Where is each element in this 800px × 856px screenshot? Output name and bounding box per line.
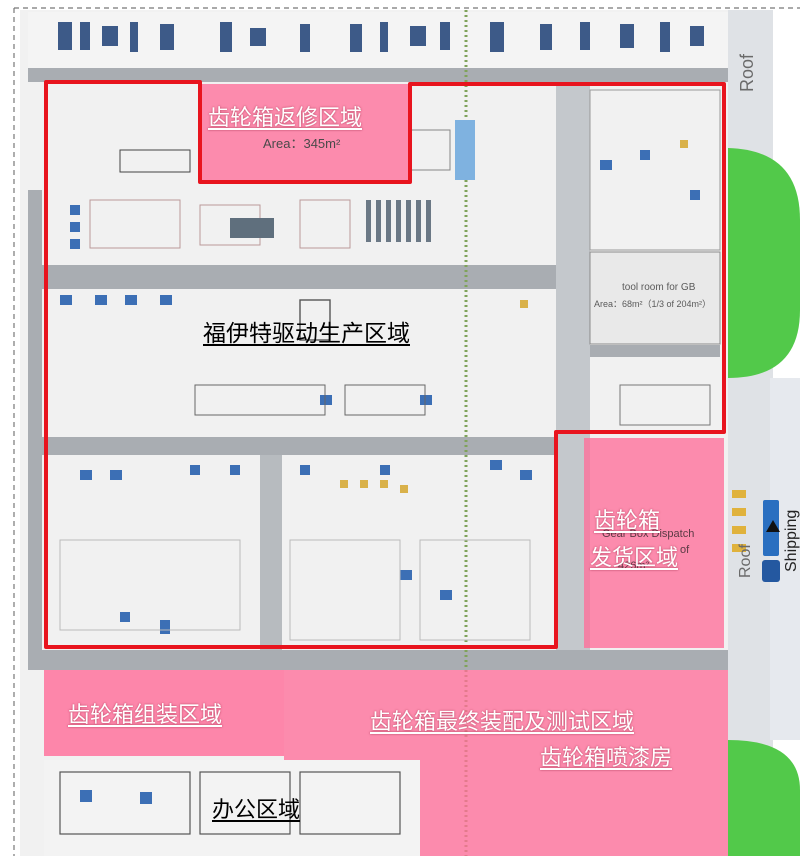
green-area-bottom: [728, 740, 800, 856]
office-desk: [140, 792, 152, 804]
roof-strip: [728, 10, 773, 856]
dispatch-english-label: Gear Box Dispatch: [602, 528, 695, 540]
aisle-lower-center: [260, 455, 282, 650]
tool-room-title: tool room for GB: [622, 282, 696, 293]
production-zone-label: 福伊特驱动生产区域: [203, 321, 410, 347]
production-area-boundary: [44, 80, 726, 649]
dispatch-zone-label-line1: 齿轮箱: [594, 509, 661, 534]
dispatch-zone-label-line2: 发货区域: [590, 546, 679, 571]
aisle-middle: [40, 437, 558, 455]
tool-room-box: [589, 251, 721, 345]
meeting-room: [619, 384, 711, 426]
final-test-zone-label: 齿轮箱最终装配及测试区域: [370, 710, 635, 735]
top-machines: [58, 22, 704, 52]
office-room-2: [199, 771, 291, 835]
truck-icon: [762, 500, 780, 582]
shipping-label: Shipping: [783, 509, 800, 572]
dispatch-area-number: 426m²: [618, 560, 650, 572]
repair-zone-label: 齿轮箱返修区域: [208, 106, 363, 131]
tool-room-area: Area：68m²（1/3 of 204m²）: [594, 299, 712, 309]
roof-label-middle: Roof: [737, 544, 754, 578]
painting-zone-label: 齿轮箱喷漆房: [540, 746, 673, 771]
office-area: [44, 760, 420, 856]
repair-zone-fill: [200, 84, 410, 182]
roof-label-top: Roof: [737, 53, 757, 92]
office-desk: [80, 790, 92, 802]
right-upper-room: [589, 89, 721, 251]
final-test-zone-fill: [284, 670, 728, 856]
assembly-zone-label: 齿轮箱组装区域: [68, 703, 223, 728]
green-area-top: [728, 148, 800, 378]
top-machinery-strip: [28, 12, 728, 68]
office-zone-label: 办公区域: [212, 798, 301, 823]
shipping-road: [770, 378, 800, 740]
repair-zone-area: Area：345m²: [263, 136, 341, 151]
dispatch-zone-fill: [584, 438, 724, 648]
aisle-top: [28, 68, 728, 82]
dock-markers: [732, 490, 746, 552]
dispatch-area-tail: of: [680, 544, 690, 556]
aisle-upper: [40, 265, 558, 289]
aisle-left: [28, 190, 42, 650]
aisle-lower: [28, 650, 728, 670]
production-equipment: [59, 120, 700, 641]
aisle-right: [588, 345, 720, 357]
office-room-1: [59, 771, 191, 835]
assembly-zone-fill: [44, 670, 284, 756]
office-room-3: [299, 771, 401, 835]
